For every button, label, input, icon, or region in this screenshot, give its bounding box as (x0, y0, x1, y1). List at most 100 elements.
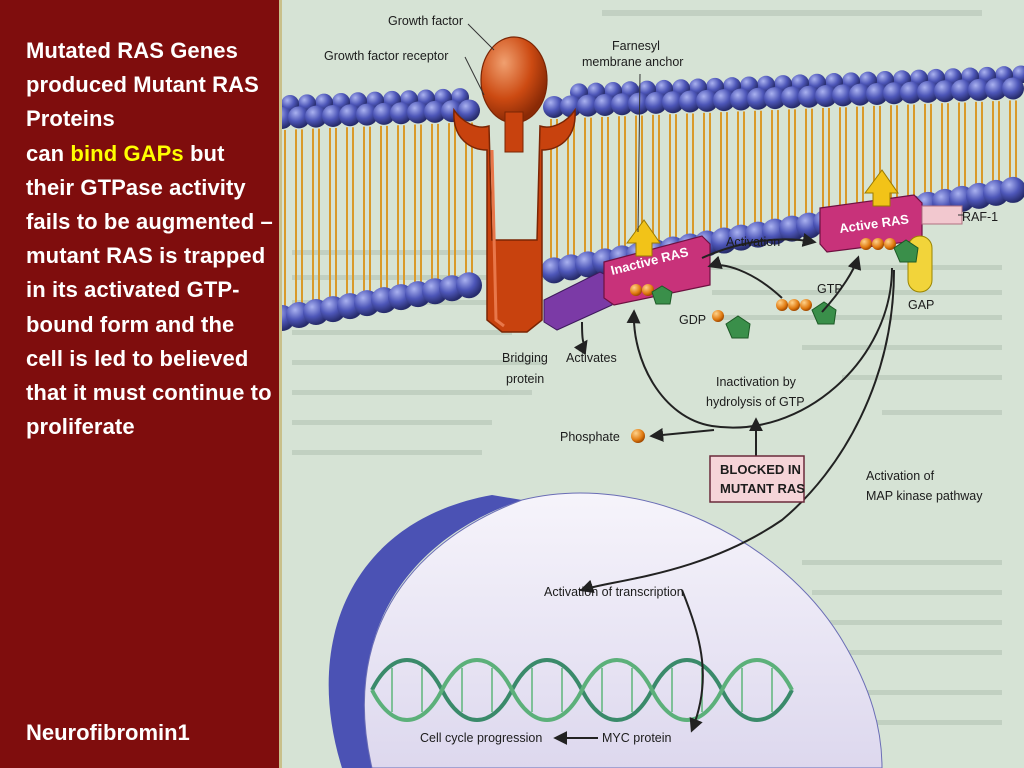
membrane-top-layer (282, 65, 1024, 129)
activates-label: Activates (566, 351, 617, 365)
gdp-free (712, 310, 751, 339)
farnesyl-anchor-inactive (626, 219, 661, 257)
lipid-head-top (900, 81, 922, 104)
lipid-head-top (730, 88, 752, 111)
lipid-head-top (594, 93, 616, 116)
lipid-head-top (662, 91, 684, 114)
phosphate-label: Phosphate (560, 430, 620, 444)
ras-pathway-diagram: Inactive RAS Active RAS (282, 0, 1024, 768)
lipid-head-top (560, 95, 582, 118)
lipid-head-top (951, 79, 973, 102)
phosphate-molecule (631, 429, 645, 443)
lipid-head-top (968, 78, 990, 101)
caption-highlight: bind GAPs (70, 140, 184, 166)
lipid-head-top (764, 87, 786, 110)
lipid-head-top (645, 91, 667, 114)
membrane-lipid-tails (284, 100, 1017, 306)
lipid-head-top (577, 94, 599, 117)
lipid-head-top (747, 87, 769, 110)
pathway-arrows (553, 233, 895, 745)
lipid-head-top (815, 85, 837, 108)
lipid-head-top (628, 92, 650, 115)
raf1-label: RAF-1 (962, 210, 998, 224)
gdp-on-inactive-ras (630, 284, 673, 305)
caption-part1: Mutated RAS Genes produced Mutant RAS Pr… (26, 38, 259, 132)
lipid-head-top (679, 90, 701, 113)
activates-arrow (573, 321, 588, 356)
transcription-arrow (681, 589, 704, 733)
bridging-protein (543, 271, 613, 331)
map-kinase-label-line2: MAP kinase pathway (866, 489, 983, 503)
activation-label: Activation (726, 235, 780, 249)
lipid-head-top (305, 105, 327, 128)
activation-arrow (701, 233, 817, 259)
gdp-label: GDP (679, 313, 706, 327)
blocked-line1: BLOCKED IN (720, 462, 801, 477)
lipid-head-top (713, 89, 735, 112)
lipid-head-top (339, 104, 361, 127)
gap-label: GAP (908, 298, 934, 312)
phosphate-release-arrow (649, 427, 715, 442)
lipid-head-top (390, 102, 412, 125)
bridging-label-line1: Bridging (502, 351, 548, 365)
lipid-head-top (917, 80, 939, 103)
inactivation-label-line1: Inactivation by (716, 375, 797, 389)
label-leader-lines (464, 23, 964, 233)
lipid-head-top (288, 106, 310, 129)
lipid-head-top (832, 84, 854, 107)
dna-helix (370, 658, 794, 722)
nucleus (328, 492, 883, 768)
map-kinase-label-line1: Activation of (866, 469, 935, 483)
nucleotide-molecules (630, 238, 919, 443)
growth-factor-receptor-label: Growth factor receptor (324, 49, 448, 63)
ras-pathway-figure: Inactive RAS Active RAS (282, 0, 1024, 768)
caption-panel: Mutated RAS Genes produced Mutant RAS Pr… (0, 0, 282, 768)
panel-divider (279, 0, 282, 768)
lipid-head-top (611, 93, 633, 116)
lipid-head-bottom (456, 272, 482, 299)
transcription-label: Activation of transcription (544, 585, 684, 599)
lipid-head-top (373, 102, 395, 125)
inactivation-arrow (626, 267, 893, 429)
gene-name: Neurofibromin1 (26, 720, 190, 745)
lipid-head-top (322, 104, 344, 127)
lipid-head-top (934, 80, 956, 103)
growth-factor-receptor (453, 107, 576, 333)
lipid-head-top (543, 96, 565, 119)
lipid-head-top (458, 99, 480, 122)
lipid-head-top (781, 86, 803, 109)
lipid-head-top (883, 82, 905, 105)
farnesyl-label-line1: Farnesyl (612, 39, 660, 53)
lipid-head-bottom (1000, 176, 1024, 203)
active-ras: Active RAS (819, 169, 963, 253)
diagram-labels: Growth factor Growth factor receptor Far… (324, 14, 998, 745)
growth-factor-label: Growth factor (388, 14, 463, 28)
gtp-label: GTP (817, 282, 843, 296)
farnesyl-label-line2: membrane anchor (582, 55, 683, 69)
caption-part2-prefix: can (26, 140, 71, 166)
caption-text: Mutated RAS Genes produced Mutant RAS Pr… (26, 34, 276, 444)
lipid-head-top (985, 78, 1007, 101)
map-kinase-arrow (579, 269, 895, 594)
lipid-head-top (356, 103, 378, 126)
lipid-head-top (424, 100, 446, 123)
lipid-head-top (1002, 77, 1024, 100)
farnesyl-anchor-active (864, 169, 899, 207)
gtp-binding-arrow (821, 255, 862, 313)
blocked-line2: MUTANT RAS (720, 481, 805, 496)
raf1-protein (921, 205, 963, 225)
lipid-head-top (849, 83, 871, 106)
gtp-on-active-ras (860, 238, 919, 263)
blocked-in-mutant-ras-box: BLOCKED IN MUTANT RAS (709, 455, 805, 503)
lipid-head-top (696, 89, 718, 112)
gdp-exchange-arrow (707, 255, 783, 299)
cell-cycle-label: Cell cycle progression (420, 731, 542, 745)
myc-protein-label: MYC protein (602, 731, 672, 745)
lipid-head-top (798, 85, 820, 108)
bridging-label-line2: protein (506, 372, 544, 386)
growth-factor (480, 36, 548, 153)
lipid-head-top (866, 82, 888, 105)
inactivation-label-line2: hydrolysis of GTP (706, 395, 805, 409)
lipid-head-top (407, 101, 429, 124)
caption-part3: but their GTPase activity fails to be au… (26, 140, 273, 440)
